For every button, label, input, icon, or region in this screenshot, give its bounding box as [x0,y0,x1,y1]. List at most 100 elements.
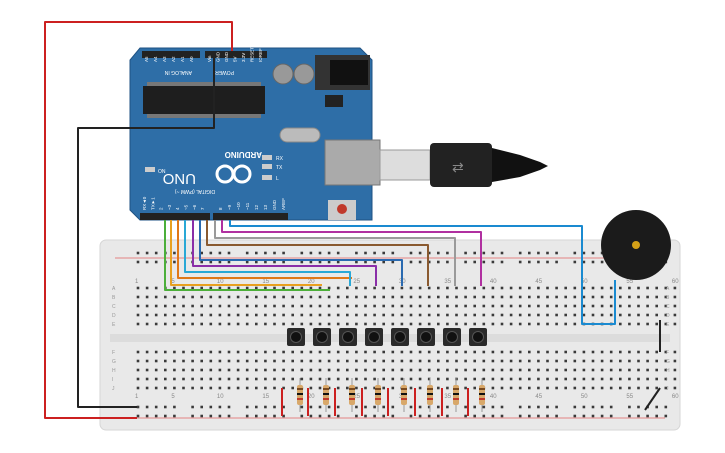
breadboard-hole [282,350,285,354]
breadboard-hole [464,295,467,299]
usb-plug-metal [379,149,431,181]
rail-hole [245,405,249,409]
breadboard-hole [227,359,231,363]
breadboard-hole [136,313,140,317]
push-button[interactable] [469,328,487,346]
breadboard-hole [191,295,194,299]
push-button[interactable] [287,328,305,346]
power-pin-label: GND [224,51,229,62]
rail-hole [245,260,249,264]
row-letter: F [666,350,669,356]
breadboard-hole [437,359,440,363]
pin2-wire[interactable] [164,220,330,291]
rail-hole [555,405,558,409]
push-button[interactable] [339,328,357,346]
resistor[interactable] [375,378,381,412]
pin6-wire[interactable] [192,220,377,286]
breadboard-hole [564,313,567,317]
rail-hole [537,260,540,264]
rail-hole [546,405,549,409]
row-letter: I [666,377,667,383]
breadboard-hole [346,286,349,290]
rail-hole [482,251,486,255]
breadboard-hole [418,304,422,308]
rail-hole [491,414,495,418]
power-wire[interactable] [44,21,233,419]
column-number: 20 [308,279,315,285]
pin4-wire[interactable] [177,220,352,279]
rail-hole [418,251,422,255]
column-number: 60 [672,279,679,285]
reset-button[interactable] [337,204,347,214]
digital-pin-label: GND [272,199,277,210]
breadboard-hole [455,295,458,299]
push-button[interactable] [365,328,383,346]
breadboard-hole [218,313,222,317]
pin7-wire[interactable] [199,220,403,286]
breadboard-hole [509,286,513,290]
breadboard-hole [609,377,613,381]
resistors [297,378,485,412]
pin10-wire[interactable] [221,220,482,286]
breadboard-hole [518,386,522,390]
breadboard-hole [291,295,294,299]
rail-hole [336,260,340,264]
rail-hole [582,260,586,264]
breadboard-hole [336,304,340,308]
rail-hole [409,405,413,409]
breadboard-hole [609,313,613,317]
buzzer-wire[interactable] [229,220,616,325]
pin3-wire[interactable] [170,220,322,286]
push-button[interactable] [417,328,435,346]
push-button[interactable] [391,328,409,346]
breadboard-hole [218,322,222,326]
ground-wire[interactable] [77,51,215,408]
ground-jumper[interactable] [644,387,661,411]
pin9-wire[interactable] [214,220,456,286]
breadboard-hole [409,386,413,390]
row-letter: E [666,322,670,328]
breadboard-hole [609,359,613,363]
breadboard-hole [482,304,486,308]
rail-hole [582,414,586,418]
rail-hole [418,414,422,418]
push-button[interactable] [313,328,331,346]
rail-hole [355,251,358,255]
resistor[interactable] [453,378,459,412]
breadboard-hole [245,322,249,326]
buzzer[interactable] [601,210,671,280]
rail-hole [446,251,449,255]
breadboard-hole [591,295,595,299]
digital-pin-label: 13 [263,204,268,210]
rail-hole [609,405,613,409]
rail-hole [300,405,304,409]
push-button[interactable] [443,328,461,346]
breadboard-hole [245,359,249,363]
breadboard-hole [537,350,540,354]
pin5-wire[interactable] [184,220,351,286]
rail-hole [200,260,203,264]
rail-hole [255,251,258,255]
breadboard-hole [346,322,349,326]
arduino-board[interactable]: ARDUINO UNO ANALOG IN POWER DIGITAL (PWM… [129,47,381,221]
breadboard-hole [173,350,176,354]
usb-cable[interactable]: ⇄ [379,143,548,187]
breadboard-hole [355,322,358,326]
resistor[interactable] [323,378,329,412]
breadboard-hole [646,368,649,372]
breadboard-hole [391,368,395,372]
resistor[interactable] [479,378,485,412]
breadboard-hole [164,304,167,308]
breadboard-hole [255,368,258,372]
usb-port[interactable] [324,139,381,186]
resistor[interactable] [401,378,407,412]
resistor[interactable] [427,378,433,412]
breadboard-hole [336,359,340,363]
resistor[interactable] [297,378,303,412]
column-number: 15 [262,394,269,400]
pin8-wire[interactable] [206,220,429,286]
rail-hole [528,414,531,418]
breadboard-hole [464,377,467,381]
resistor[interactable] [349,378,355,412]
